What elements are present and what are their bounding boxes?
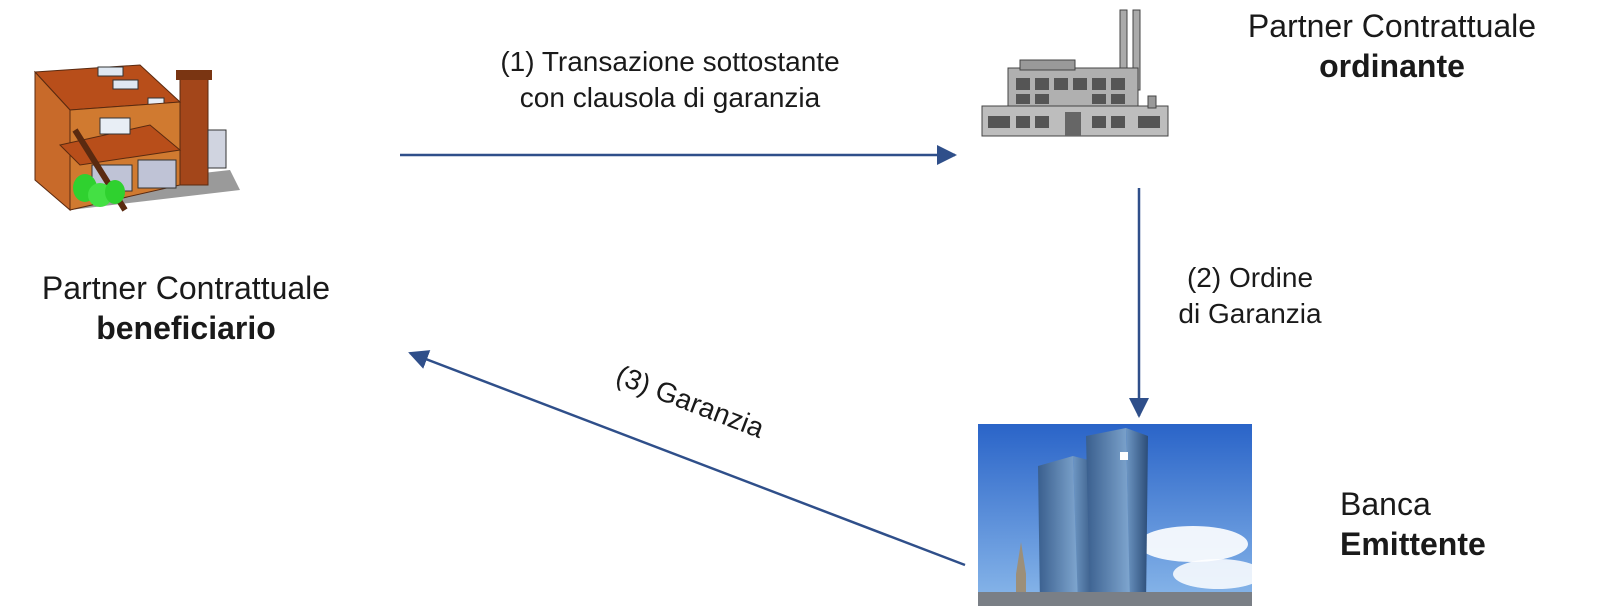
step1-line1: (1) Transazione sottostante: [500, 46, 840, 77]
issuer-label: Banca Emittente: [1340, 484, 1540, 564]
beneficiary-line2: beneficiario: [96, 310, 276, 346]
step2-line2: di Garanzia: [1178, 298, 1322, 329]
issuer-line2: Emittente: [1340, 526, 1486, 562]
step2-label: (2) Ordine di Garanzia: [1160, 260, 1340, 332]
step1-line2: con clausola di garanzia: [519, 82, 821, 113]
house-icon: [33, 64, 240, 212]
orderer-line2: ordinante: [1319, 48, 1465, 84]
beneficiary-label: Partner Contrattuale beneficiario: [0, 268, 372, 348]
issuer-line1: Banca: [1340, 486, 1431, 522]
bank-tower-photo: [978, 424, 1252, 606]
arrow-step3: [408, 350, 966, 567]
step1-label: (1) Transazione sottostante con clausola…: [430, 44, 910, 116]
step2-line1: (2) Ordine: [1186, 262, 1314, 293]
orderer-label: Partner Contrattuale ordinante: [1192, 6, 1592, 86]
factory-icon: [981, 9, 1169, 137]
beneficiary-line1: Partner Contrattuale: [41, 270, 331, 306]
orderer-line1: Partner Contrattuale: [1247, 8, 1537, 44]
